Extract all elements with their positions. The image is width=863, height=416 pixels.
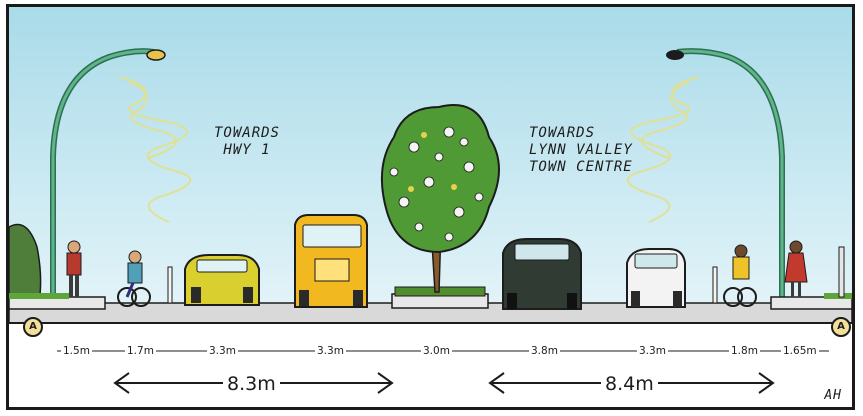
grass-right bbox=[824, 293, 852, 299]
direction-right-line-1: TOWARDS bbox=[529, 125, 596, 141]
direction-label-right: TOWARDS LYNN VALLEY TOWN CENTRE bbox=[529, 125, 669, 176]
dark-car bbox=[502, 238, 582, 310]
direction-right-line-2: LYNN VALLEY bbox=[529, 142, 633, 158]
dimension-label: 3.3m bbox=[637, 345, 668, 357]
direction-label-left: TOWARDS HWY 1 bbox=[192, 125, 302, 159]
direction-left-line-2: HWY 1 bbox=[223, 142, 271, 158]
pedestrian-left bbox=[66, 240, 82, 297]
bollard-right bbox=[712, 266, 718, 304]
ground-band bbox=[9, 323, 852, 407]
median-grass bbox=[394, 286, 486, 297]
cyclist-right bbox=[723, 244, 757, 307]
shrub-left bbox=[9, 223, 42, 304]
white-car bbox=[626, 248, 686, 308]
dimension-label: 3.8m bbox=[529, 345, 560, 357]
yellow-car bbox=[184, 254, 260, 306]
light-glow-left bbox=[118, 76, 192, 223]
bollard-left bbox=[167, 266, 173, 304]
section-marker-left: A bbox=[23, 317, 43, 337]
median-tree bbox=[380, 104, 500, 293]
post-right bbox=[838, 246, 845, 298]
street-lamp-left bbox=[50, 48, 166, 303]
total-right-width: 8.4m bbox=[601, 373, 658, 395]
total-left-width: 8.3m bbox=[223, 373, 280, 395]
direction-left-line-1: TOWARDS bbox=[213, 125, 280, 141]
artist-signature: AH bbox=[824, 388, 842, 403]
dimension-label: 1.8m bbox=[729, 345, 760, 357]
grass-left bbox=[9, 293, 69, 299]
light-glow-right bbox=[626, 76, 700, 223]
diagram-frame: TOWARDS HWY 1 TOWARDS LYNN VALLEY TOWN C… bbox=[6, 4, 855, 410]
dimension-label: 3.3m bbox=[207, 345, 238, 357]
street-cross-section bbox=[9, 7, 852, 407]
school-bus bbox=[294, 214, 368, 308]
street-lamp-right bbox=[666, 48, 785, 303]
dimension-label: 3.3m bbox=[315, 345, 346, 357]
sidewalk-right bbox=[770, 296, 852, 310]
direction-right-line-3: TOWN CENTRE bbox=[529, 159, 633, 175]
dimension-label: 1.5m bbox=[61, 345, 92, 357]
section-marker-right: A bbox=[831, 317, 851, 337]
dimension-label: 3.0m bbox=[421, 345, 452, 357]
dimension-label: 1.65m bbox=[781, 345, 819, 357]
pedestrian-right bbox=[784, 240, 808, 297]
cyclist-left bbox=[117, 250, 151, 307]
dimension-label: 1.7m bbox=[125, 345, 156, 357]
